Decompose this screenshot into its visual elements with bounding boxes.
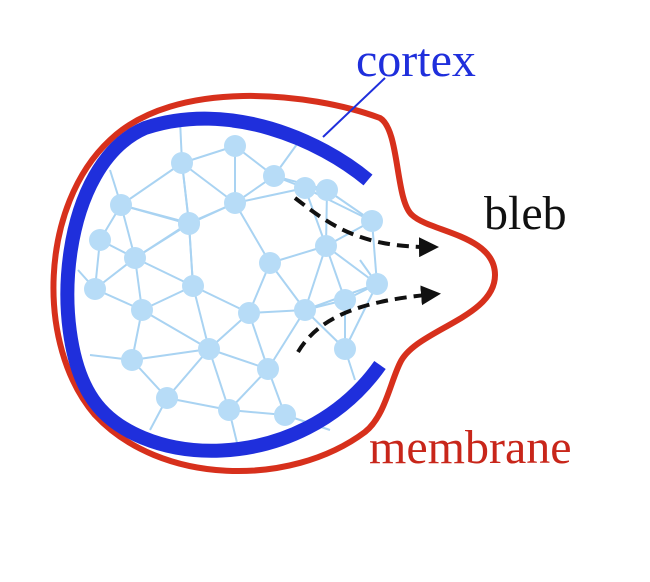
actin-filament xyxy=(131,348,210,361)
actin-node xyxy=(124,247,146,269)
actin-node xyxy=(316,179,338,201)
actin-node xyxy=(238,302,260,324)
actin-node xyxy=(218,399,240,421)
actin-filament xyxy=(141,309,210,350)
actin-filament xyxy=(234,202,271,264)
actin-filament xyxy=(304,245,327,311)
membrane-label: membrane xyxy=(369,421,572,474)
actin-filament xyxy=(234,187,306,204)
actin-node xyxy=(121,349,143,371)
actin-network-nodes xyxy=(84,135,388,426)
actin-node xyxy=(274,404,296,426)
actin-node xyxy=(198,338,220,360)
cell-membrane xyxy=(50,93,498,475)
actin-filament xyxy=(344,283,378,350)
actin-filament xyxy=(120,204,190,224)
actin-node xyxy=(334,289,356,311)
actin-node xyxy=(224,135,246,157)
actin-filament xyxy=(120,162,183,206)
actin-node xyxy=(366,273,388,295)
actin-node xyxy=(259,252,281,274)
actin-node xyxy=(315,235,337,257)
actin-node xyxy=(171,152,193,174)
actin-node xyxy=(294,177,316,199)
actin-node xyxy=(334,338,356,360)
actin-node xyxy=(224,192,246,214)
actin-node xyxy=(178,212,200,234)
actin-node xyxy=(89,229,111,251)
cell-cortex xyxy=(60,111,386,458)
bleb-label: bleb xyxy=(484,187,567,240)
actin-filament xyxy=(181,162,236,204)
actin-node xyxy=(263,165,285,187)
actin-network xyxy=(77,119,388,456)
actin-node xyxy=(84,278,106,300)
actin-filament xyxy=(304,187,373,222)
actin-node xyxy=(182,275,204,297)
actin-node xyxy=(131,299,153,321)
actin-node xyxy=(156,387,178,409)
flow-arrow-lower xyxy=(296,285,441,354)
cortex-label: cortex xyxy=(356,34,476,87)
flow-arrow-upper xyxy=(293,196,439,258)
actin-node xyxy=(110,194,132,216)
actin-filament xyxy=(267,309,306,370)
actin-node xyxy=(361,210,383,232)
actin-node xyxy=(257,358,279,380)
cortex-leader-line xyxy=(322,77,386,138)
actin-node xyxy=(294,299,316,321)
